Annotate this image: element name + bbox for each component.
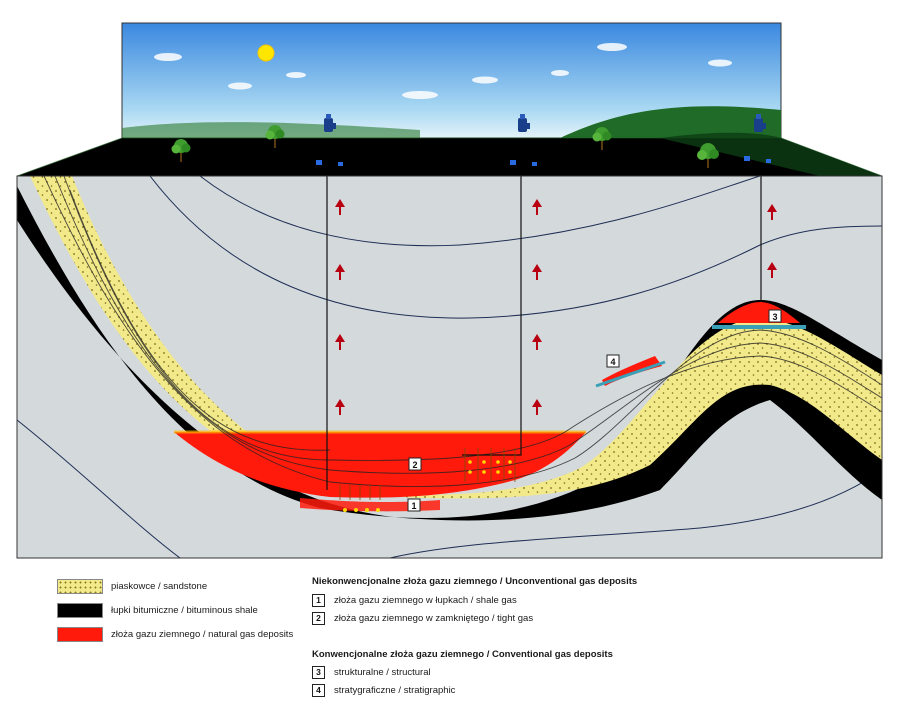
arrow-up-icon (532, 199, 542, 215)
sun-icon (257, 44, 275, 62)
marker-stratigraphic: 4 (606, 354, 620, 368)
arrow-up-icon (335, 199, 345, 215)
ground-surface (17, 138, 882, 176)
arrow-up-icon (335, 399, 345, 415)
shale-gas-deposit (300, 498, 440, 512)
sky-panel (121, 22, 782, 139)
legend-num-box: 4 (312, 684, 325, 697)
arrow-up-icon (532, 264, 542, 280)
migration-arrows (335, 199, 777, 415)
drilling-rig-icon (510, 114, 537, 166)
arrow-up-icon (767, 262, 777, 278)
tree-icon (265, 125, 285, 148)
arrow-up-icon (335, 264, 345, 280)
subsurface-block (17, 176, 882, 558)
shale-swatch (57, 603, 103, 618)
legend-num-box: 3 (312, 666, 325, 679)
legend-num-box: 2 (312, 612, 325, 625)
svg-text:3: 3 (772, 312, 777, 322)
svg-text:1: 1 (411, 501, 416, 511)
arrow-up-icon (767, 204, 777, 220)
sandstone-layer (30, 176, 882, 499)
sandstone-swatch (57, 579, 103, 594)
well-bores (326, 176, 762, 490)
arrow-up-icon (532, 399, 542, 415)
arrow-up-icon (335, 334, 345, 350)
marker-tight-gas: 2 (408, 457, 422, 471)
legend-tight-gas-label: złoża gazu ziemnego w zamkniętego / tigh… (334, 613, 534, 624)
svg-text:4: 4 (610, 357, 615, 367)
legend-sandstone-label: piaskowce / sandstone (111, 581, 208, 592)
unconventional-heading: Niekonwencjonalne złoża gazu ziemnego / … (312, 576, 638, 587)
drilling-rig-icon (744, 114, 771, 163)
gas-swatch (57, 627, 103, 642)
marker-shale-gas: 1 (407, 498, 421, 512)
conventional-heading: Konwencjonalne złoża gazu ziemnego / Con… (312, 649, 613, 660)
tight-gas-deposit (174, 432, 586, 498)
tree-icon (592, 127, 612, 150)
svg-text:2: 2 (412, 460, 417, 470)
legend-stratigraphic-label: stratygraficzne / stratigraphic (334, 685, 456, 696)
marker-structural: 3 (768, 309, 782, 323)
legend-shale-label: łupki bitumiczne / bituminous shale (111, 605, 258, 616)
arrow-up-icon (532, 334, 542, 350)
legend-structural-label: strukturalne / structural (334, 667, 431, 678)
drilling-rig-icon (316, 114, 343, 166)
legend-shale-gas-label: złoża gazu ziemnego w łupkach / shale ga… (334, 595, 517, 606)
legend-num-box: 1 (312, 594, 325, 607)
legend-gas-label: złoża gazu ziemnego / natural gas deposi… (111, 629, 294, 640)
tree-icon (171, 139, 191, 162)
tree-icon (697, 143, 719, 168)
